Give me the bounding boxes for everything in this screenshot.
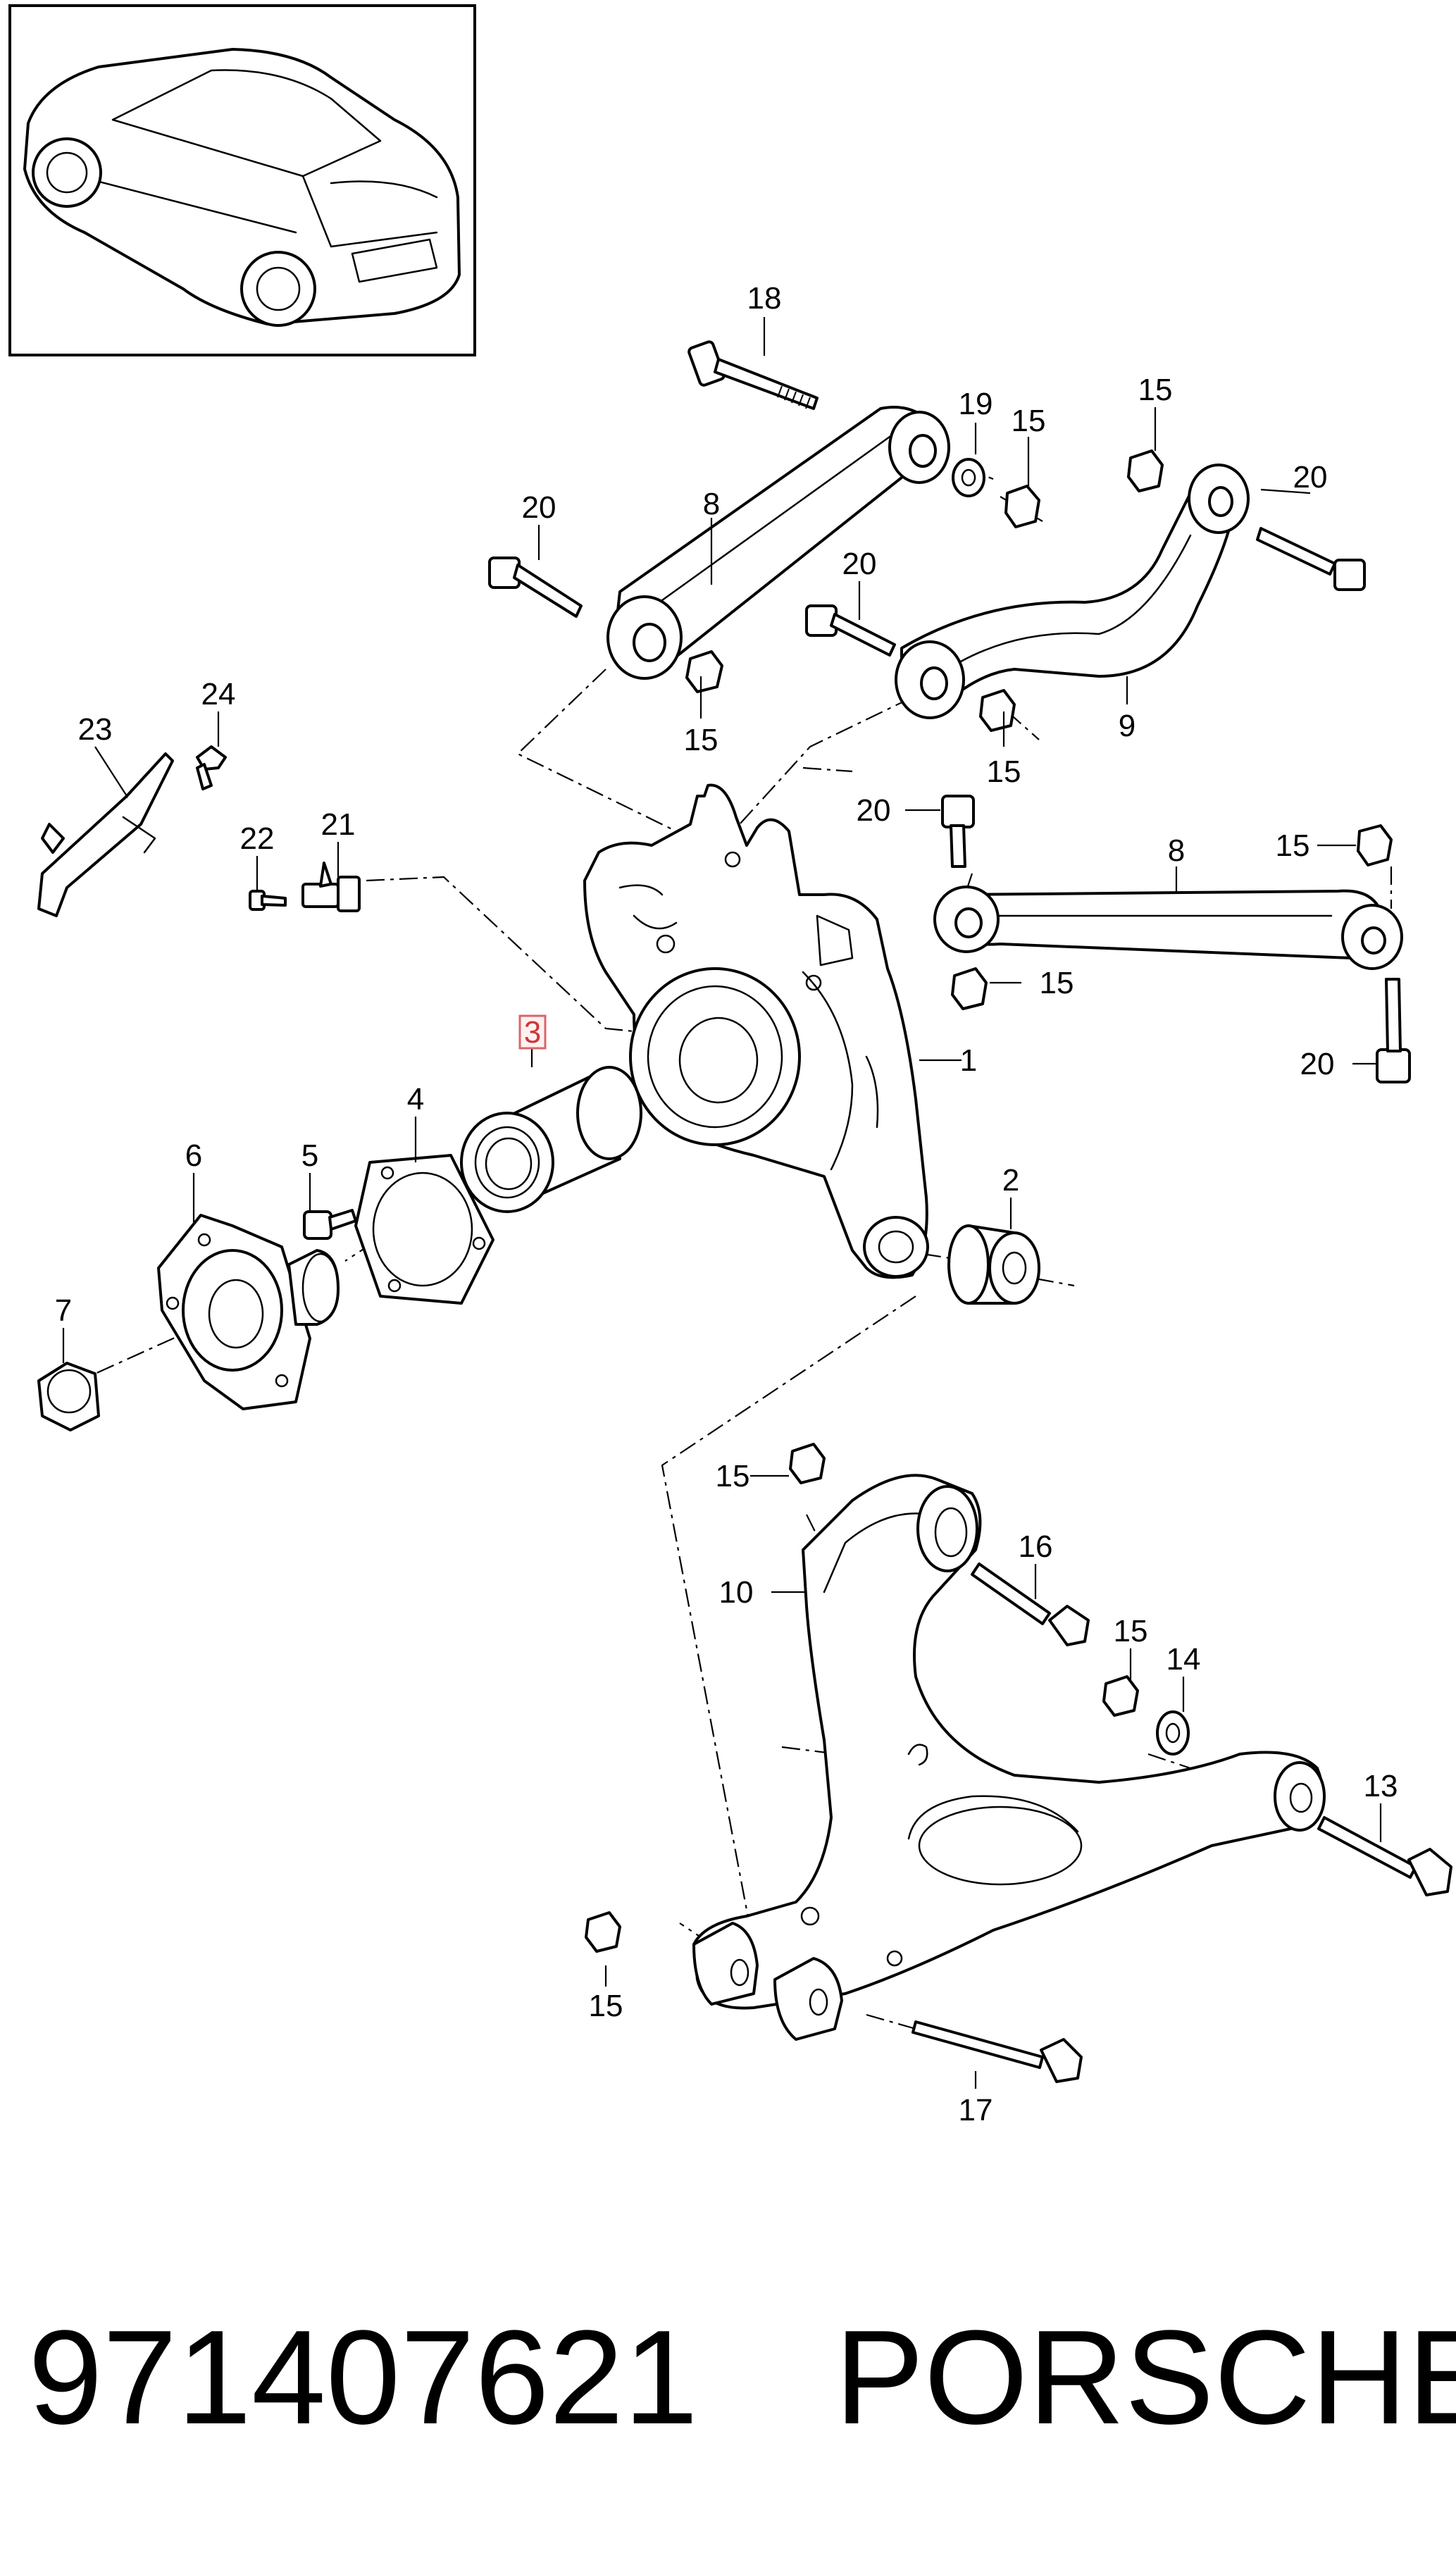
- link-arm-8-lower: [933, 886, 1403, 970]
- bolt-22: [249, 890, 287, 911]
- callout-22: 22: [240, 821, 275, 856]
- axle-nut-7: [37, 1362, 100, 1431]
- bolt-20-c: [805, 604, 896, 657]
- nut-15-g: [789, 1443, 826, 1484]
- wheel-hub-6: [157, 1214, 340, 1410]
- callout-1: 1: [960, 1043, 977, 1078]
- callout-2: 2: [1002, 1163, 1019, 1198]
- callout-20-b: 20: [1293, 460, 1328, 495]
- bolt-13: [1317, 1816, 1452, 1896]
- callout-8-lower: 8: [1168, 833, 1185, 868]
- callout-7: 7: [55, 1293, 72, 1328]
- callout-13: 13: [1364, 1769, 1398, 1803]
- callout-9: 9: [1119, 709, 1135, 743]
- callout-20-c: 20: [842, 547, 877, 581]
- nut-15-h: [1102, 1675, 1139, 1717]
- nut-15-a: [1004, 485, 1040, 528]
- lower-control-arm-10: [692, 1474, 1326, 2041]
- camber-arm-9: [895, 464, 1250, 719]
- callout-15-b: 15: [684, 723, 718, 757]
- callout-15-g: 15: [716, 1459, 750, 1493]
- callout-3-highlight-box: [518, 1014, 547, 1050]
- bolt-17: [911, 2020, 1083, 2083]
- callout-15-a: 15: [1012, 404, 1046, 438]
- bolt-24: [196, 745, 227, 790]
- bolt-20-b: [1256, 527, 1366, 591]
- bolt-16: [971, 1562, 1090, 1646]
- callout-16: 16: [1019, 1529, 1053, 1564]
- cover-plate-4: [354, 1154, 494, 1305]
- bolt-20-d: [941, 795, 975, 868]
- callout-18: 18: [747, 281, 782, 316]
- callout-leaders: [62, 317, 1382, 2089]
- callout-23: 23: [78, 712, 113, 747]
- callout-20-d: 20: [857, 793, 891, 828]
- callout-24: 24: [201, 677, 236, 712]
- bolt-20-a: [488, 557, 583, 618]
- callout-4: 4: [407, 1082, 424, 1117]
- callout-20-a: 20: [522, 490, 556, 525]
- bolt-20-e: [1376, 978, 1411, 1083]
- callout-15-e: 15: [1276, 828, 1310, 863]
- part-number: 971407621: [28, 2303, 698, 2452]
- callout-3: 3: [524, 1015, 541, 1050]
- callout-15-h: 15: [1114, 1614, 1148, 1648]
- callout-15-i: 15: [589, 1989, 623, 2023]
- nut-15-f: [951, 967, 988, 1010]
- bracket-23: [37, 752, 174, 917]
- nut-15-d: [979, 689, 1016, 732]
- link-arm-8-upper: [606, 406, 950, 680]
- callout-labels: 18 19 15 15 20 20 8 20 15 9 15 20 8 15 1…: [55, 281, 1398, 2127]
- washer-19: [952, 458, 985, 497]
- callout-15-d: 15: [987, 754, 1021, 789]
- callout-15-f: 15: [1040, 966, 1074, 1000]
- nut-15-b: [685, 650, 723, 693]
- brand-name: PORSCHE: [835, 2303, 1456, 2452]
- car-illustration-icon: [23, 48, 461, 327]
- vehicle-inset: [8, 4, 476, 356]
- callout-10: 10: [719, 1575, 754, 1610]
- bolt-5: [303, 1209, 357, 1240]
- washer-14: [1156, 1710, 1190, 1756]
- callout-14: 14: [1166, 1642, 1201, 1677]
- callout-8-upper: 8: [703, 487, 720, 521]
- callout-5: 5: [301, 1138, 318, 1173]
- wheel-bearing-3: [460, 1066, 642, 1213]
- nut-15-i: [585, 1911, 621, 1953]
- callout-17: 17: [959, 2093, 993, 2127]
- callout-15-c: 15: [1138, 373, 1173, 407]
- bolt-18: [687, 340, 819, 410]
- bushing-2: [947, 1224, 1040, 1305]
- footer: 971407621 PORSCHE: [28, 2303, 1456, 2452]
- callout-6: 6: [185, 1138, 202, 1173]
- callout-19: 19: [959, 387, 993, 421]
- wheel-carrier-1: [583, 783, 929, 1279]
- nut-15-e: [1357, 824, 1393, 866]
- speed-sensor-21: [301, 862, 361, 912]
- callout-20-e: 20: [1300, 1047, 1335, 1081]
- callout-21: 21: [321, 807, 356, 842]
- nut-15-c: [1127, 449, 1164, 492]
